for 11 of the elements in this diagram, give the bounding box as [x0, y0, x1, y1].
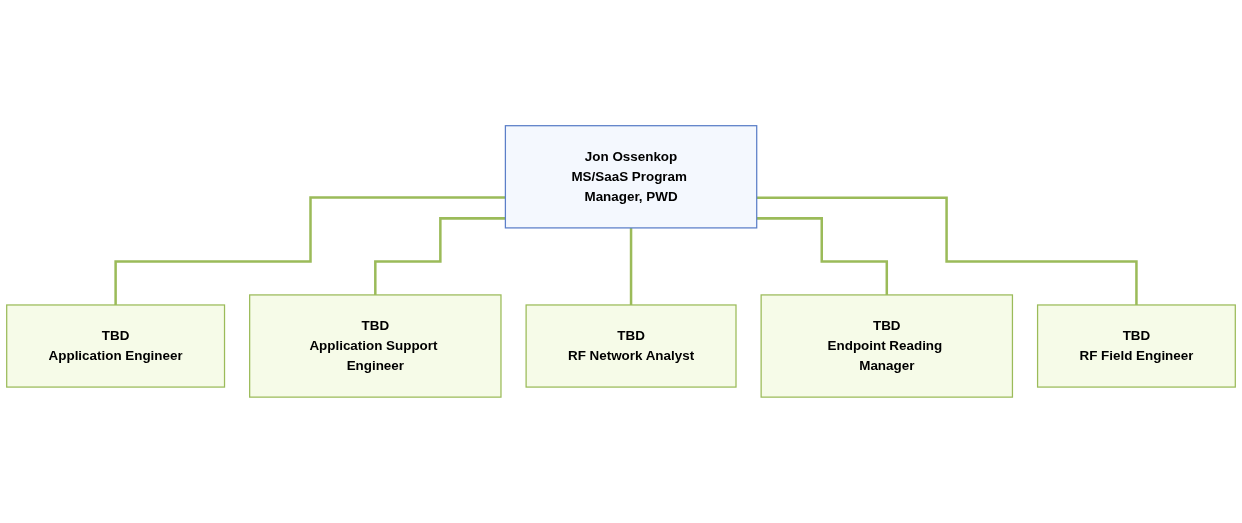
node-box: Jon Ossenkop MS/SaaS Program Manager, PWD	[504, 125, 758, 229]
node-box: TBD RF Network Analyst	[525, 304, 737, 388]
connector	[374, 217, 506, 297]
node-box: TBD RF Field Engineer	[1036, 304, 1236, 388]
connector	[756, 217, 889, 297]
connector	[756, 196, 1138, 307]
node-box: TBD Endpoint Reading Manager	[760, 294, 1014, 398]
connector	[629, 226, 633, 307]
connector	[114, 196, 506, 307]
node-box: TBD Application Engineer	[6, 304, 226, 388]
node-box: TBD Application Support Engineer	[249, 294, 502, 398]
